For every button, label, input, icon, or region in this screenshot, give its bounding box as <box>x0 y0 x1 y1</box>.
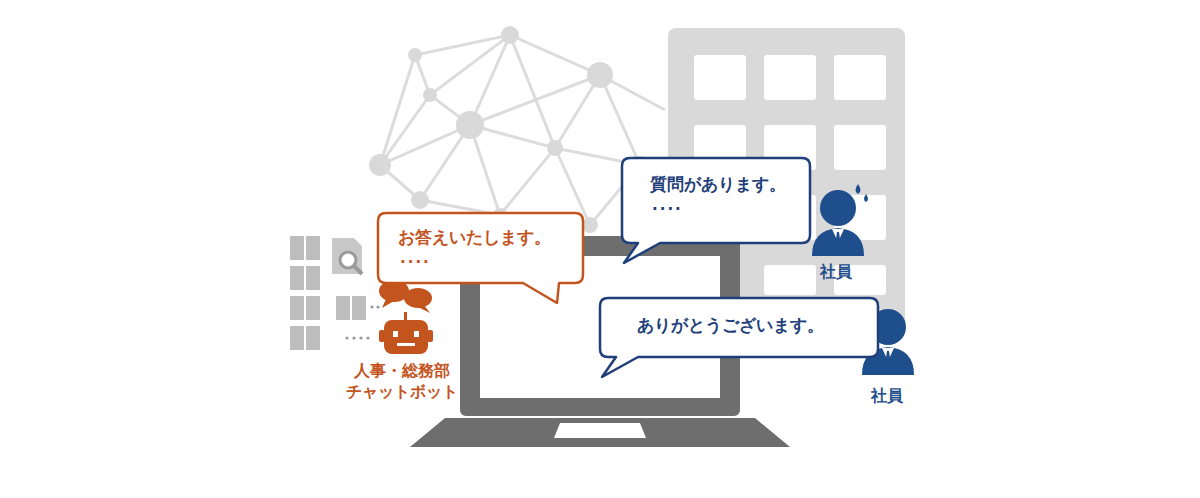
bubble-text: 質問があります。 <box>650 174 786 195</box>
bubble-outline <box>622 158 810 243</box>
speech-bubble: 質問があります。 ···· <box>622 158 810 243</box>
document-icons <box>290 236 380 350</box>
bubble-text: お答えいたします。 <box>398 227 551 248</box>
person-label: 社員 <box>857 386 917 407</box>
network-dots <box>369 26 649 233</box>
bubble-text: ありがとうございます。 <box>637 315 824 336</box>
chatbot-label: 人事・総務部 チャットボット <box>341 361 463 403</box>
speech-bubble: お答えいたします。 ···· <box>378 213 583 283</box>
person-icon <box>812 184 868 256</box>
speech-bubble: ありがとうございます。 <box>600 298 878 357</box>
bubble-outline <box>378 213 583 283</box>
person-label: 社員 <box>806 262 866 283</box>
ellipsis-dots: ···· <box>650 201 810 218</box>
chatbot-icon <box>379 280 433 354</box>
ellipsis-dots: ···· <box>398 254 583 271</box>
